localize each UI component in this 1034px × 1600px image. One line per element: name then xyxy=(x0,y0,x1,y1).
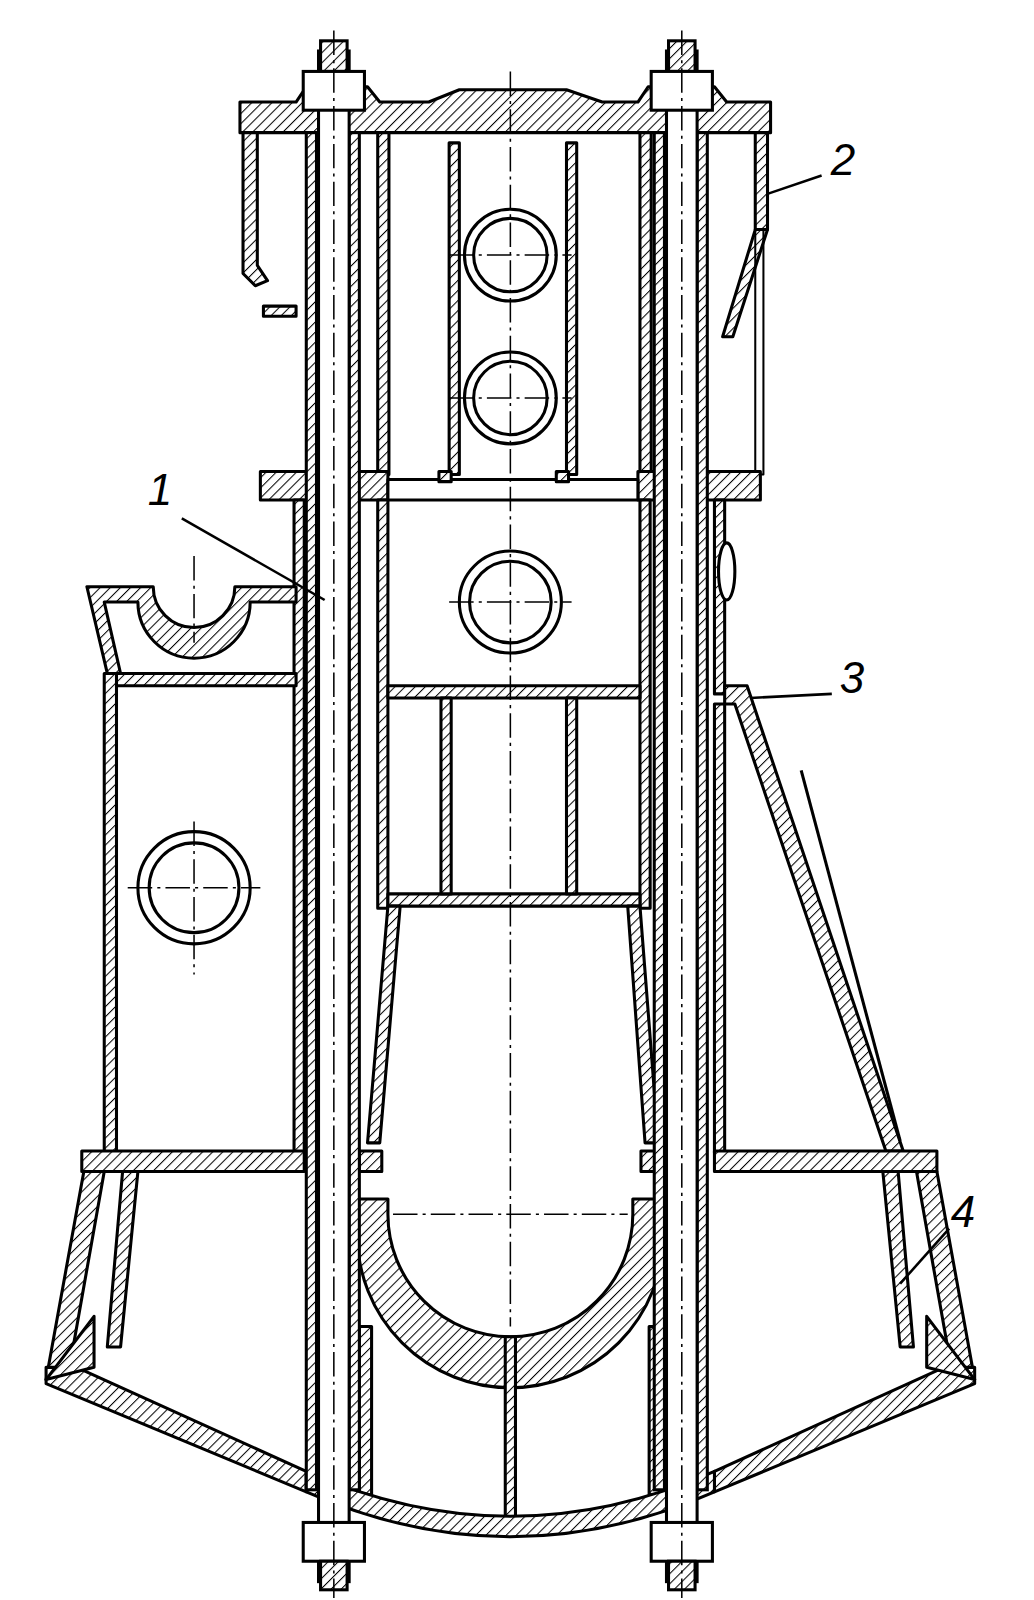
callout-number: 2 xyxy=(831,138,855,182)
leader-lines xyxy=(182,176,949,1284)
callout-number: 4 xyxy=(951,1190,975,1234)
callout-number: 3 xyxy=(840,656,864,700)
callout-number: 1 xyxy=(148,468,172,512)
